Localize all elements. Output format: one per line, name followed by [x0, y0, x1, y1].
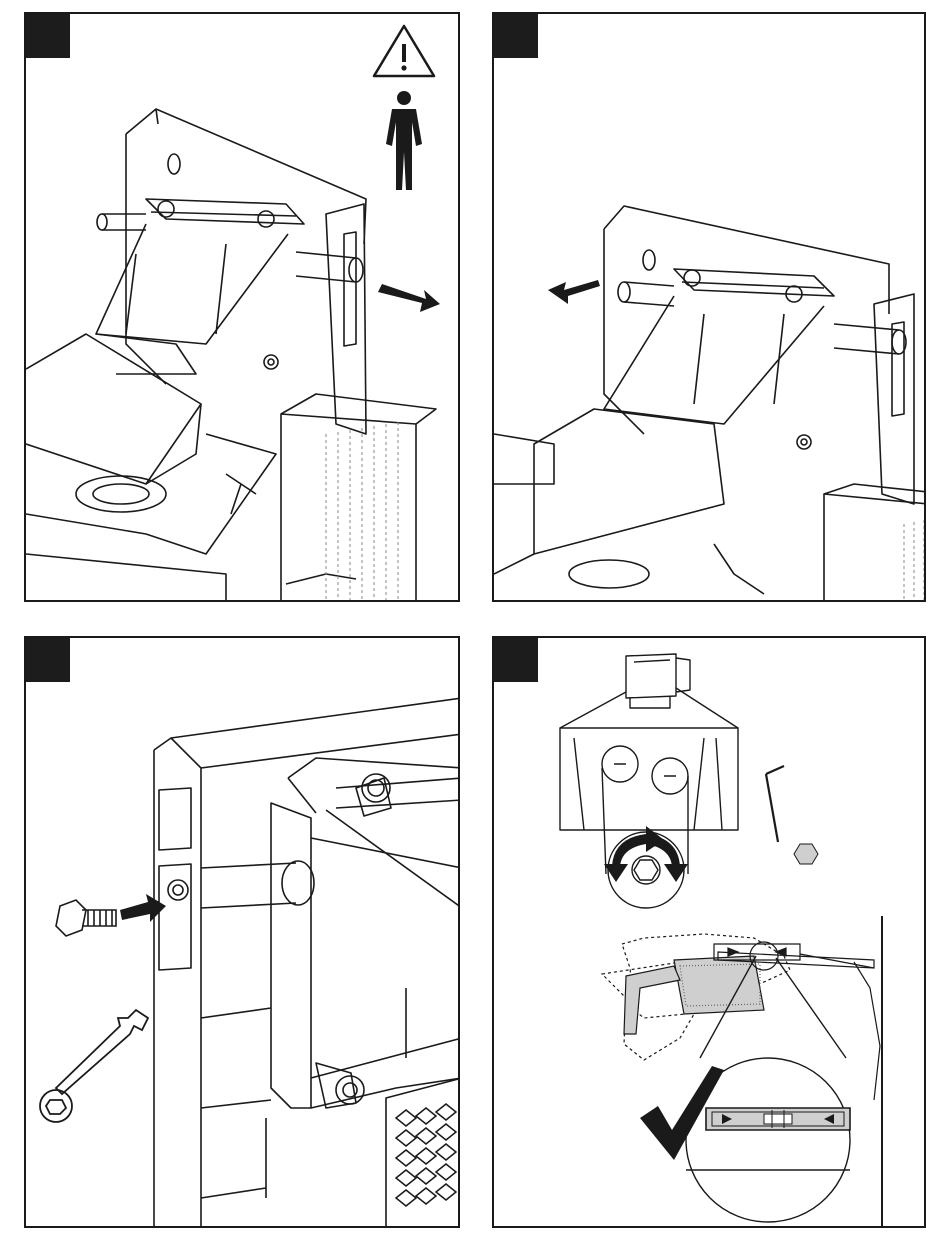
step-badge: [494, 638, 538, 682]
spirit-level-icon: [706, 1108, 850, 1130]
step-badge: [26, 14, 70, 58]
step-badge: [26, 638, 70, 682]
hex-nut-icon: [794, 844, 818, 864]
loudspeaker-assembly: [602, 934, 880, 1100]
bracket-closeup-illustration: [26, 638, 460, 1228]
step-panel-remove-pin-right: [24, 12, 460, 602]
wrench-icon: [40, 1010, 148, 1122]
speaker-grille: [904, 520, 924, 602]
person-icon: [386, 91, 422, 190]
allen-key-icon: [766, 766, 784, 842]
hex-bolt-icon: [56, 900, 116, 936]
speaker-grille: [396, 1104, 456, 1206]
bracket-illustration: [494, 14, 926, 602]
warning-triangle-icon: [374, 26, 434, 76]
arrow-icon: [548, 280, 600, 304]
step-badge: [494, 14, 538, 58]
arrow-icon: [378, 284, 440, 312]
step-panel-insert-pin-left: [492, 12, 926, 602]
step-panel-adjust-level: [492, 636, 926, 1228]
bracket-illustration: [26, 14, 460, 602]
step-panel-insert-bolt: [24, 636, 460, 1228]
rotate-arrows-icon: [604, 826, 688, 882]
level-adjustment-illustration: [494, 638, 926, 1228]
